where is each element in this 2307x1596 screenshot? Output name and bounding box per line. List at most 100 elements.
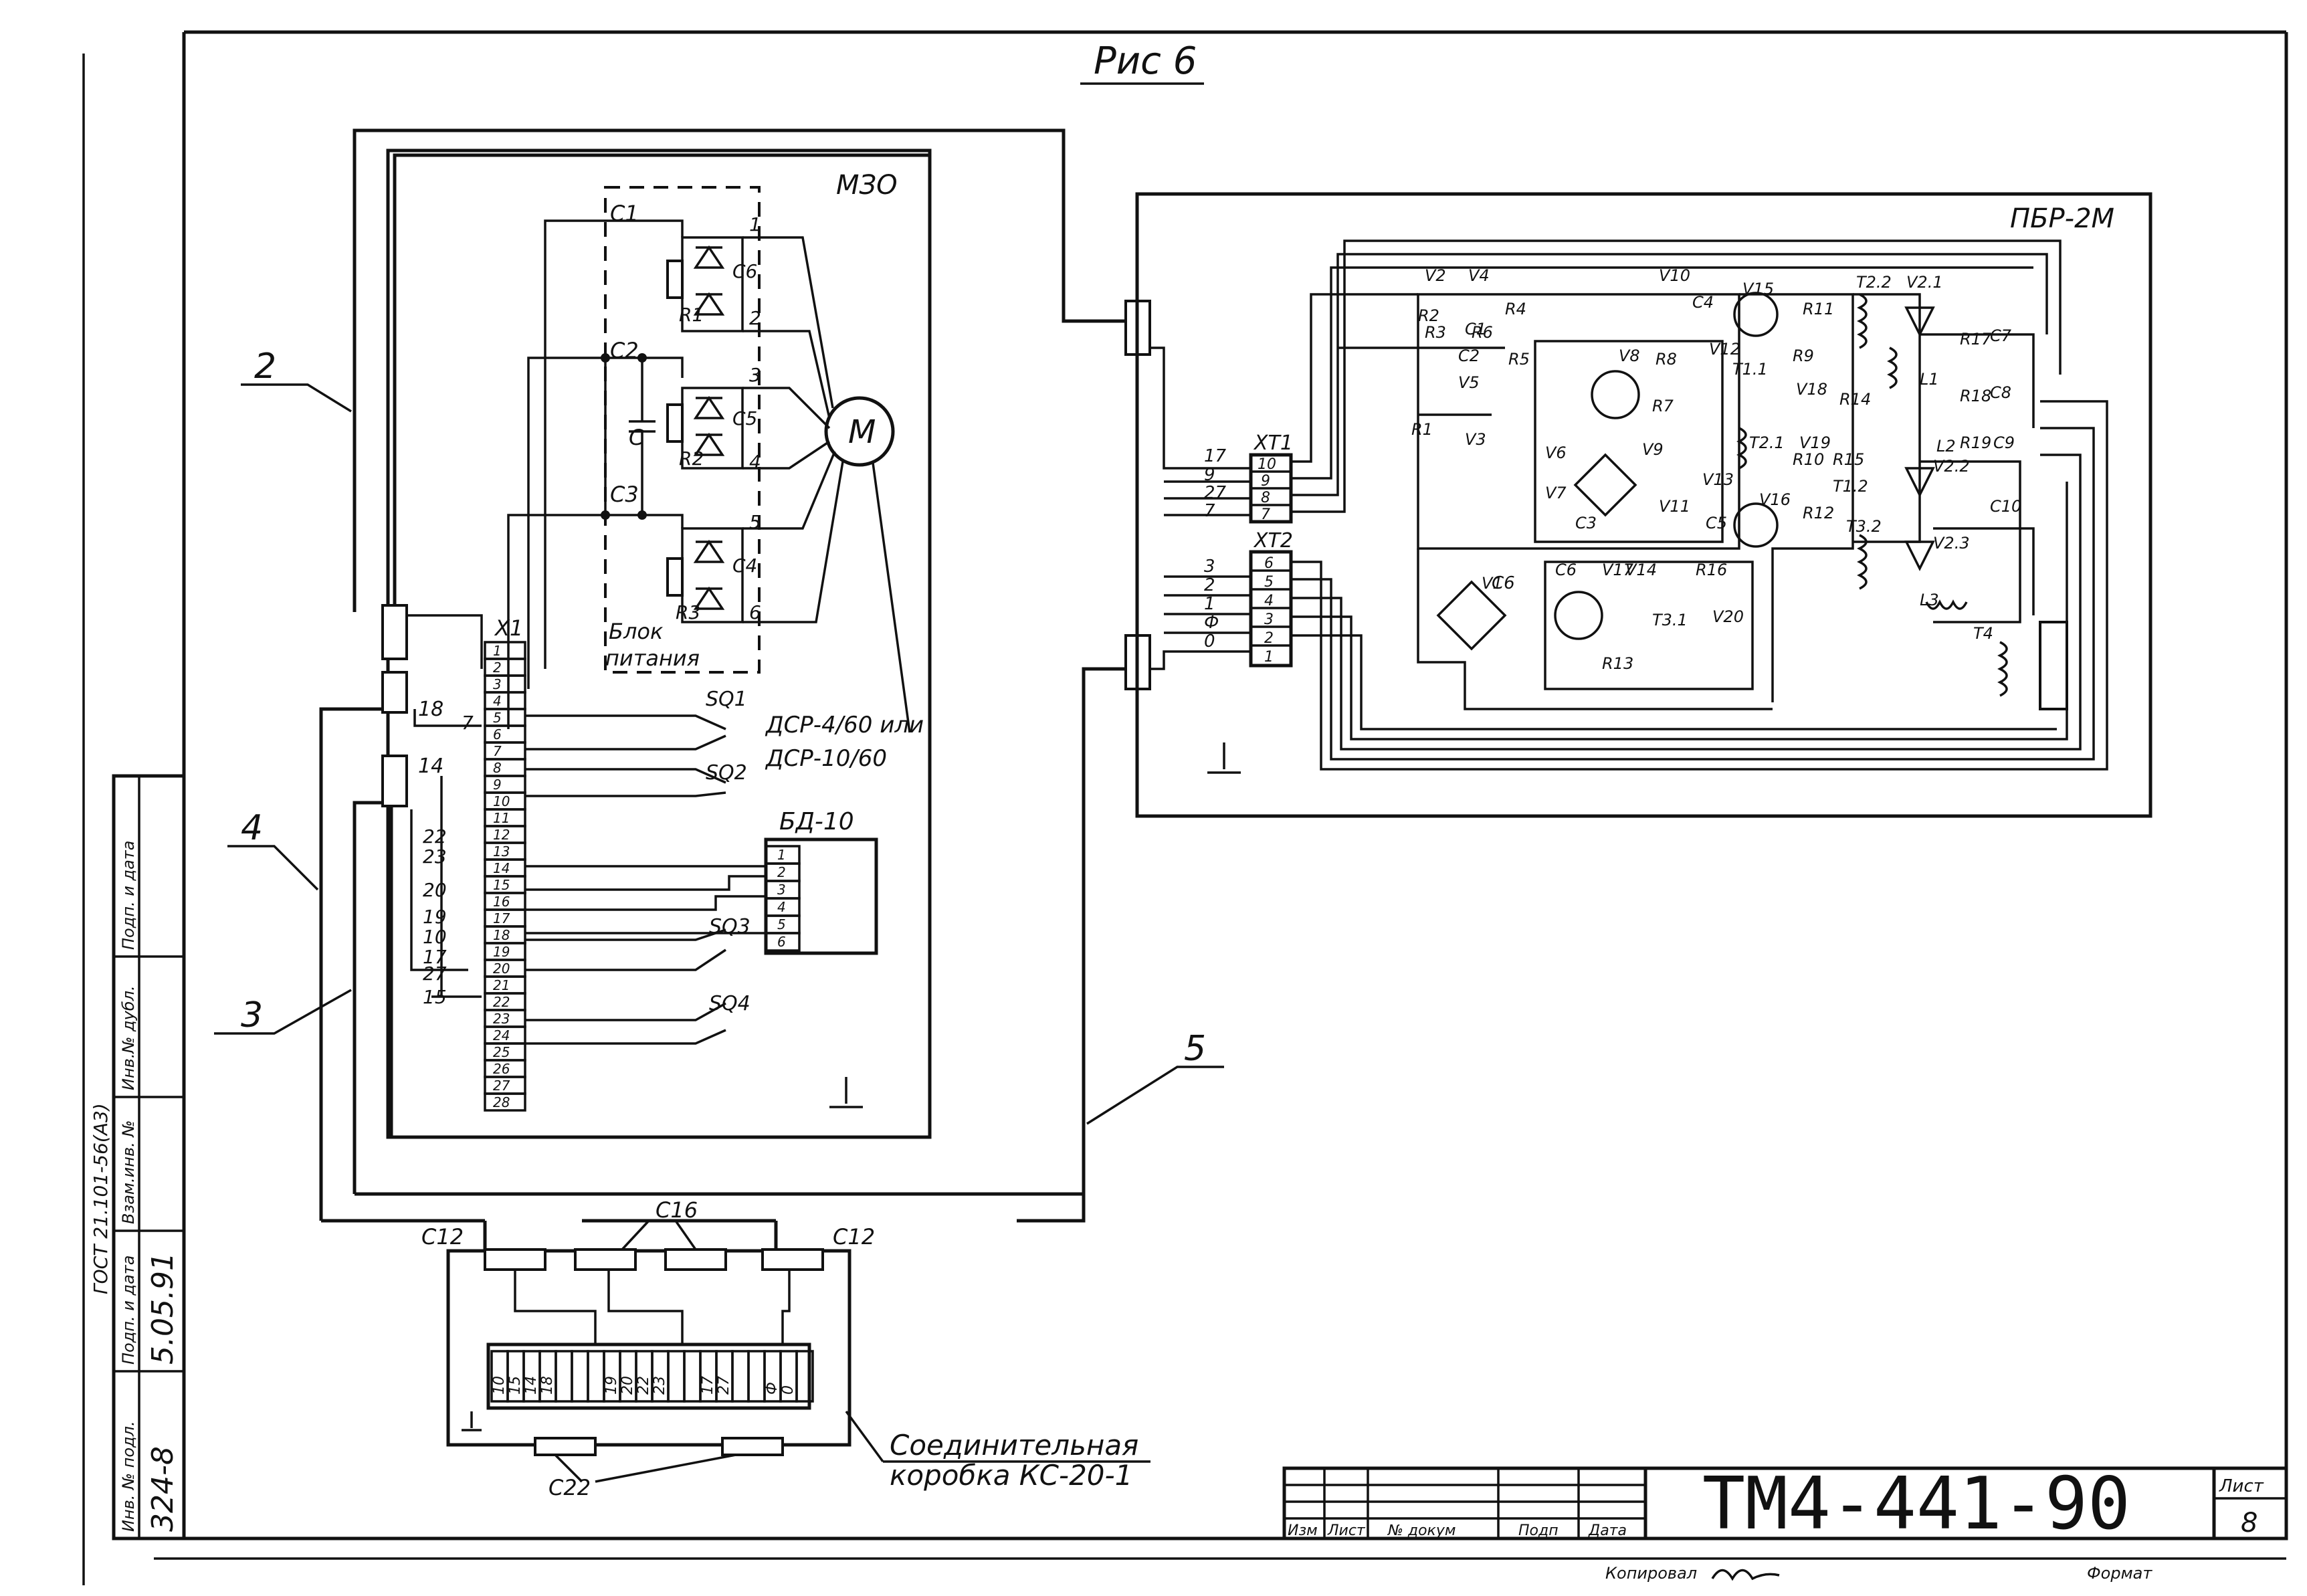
x1-terminal-label: 19 [493, 944, 510, 960]
tb-col-podp: Подп [1518, 1522, 1559, 1539]
stamp-field-inv-podl: Инв. № подл. [119, 1421, 138, 1532]
phase-c2-label: C2 [610, 338, 639, 363]
pin-5: 5 [749, 511, 761, 533]
callout-5: 5 [1184, 1029, 1206, 1069]
xt1-wire-7: 7 [1204, 501, 1215, 521]
transformer-t2-1 [1736, 427, 1747, 470]
transistor-v8 [1591, 370, 1640, 419]
power-unit-label-1: Блок [609, 619, 664, 644]
rectifier-unit-1: R1 C6 1 2 [666, 213, 761, 332]
component-label: C9 [1993, 433, 2015, 452]
x1-terminal-label: 24 [493, 1027, 510, 1043]
component-label: L2 [1936, 437, 1956, 456]
component-label: V8 [1619, 346, 1640, 365]
xt2-pin-4: 4 [1264, 593, 1274, 609]
x1-terminal [484, 641, 526, 660]
component-label: C2 [1458, 346, 1480, 365]
x1-terminal-label: 5 [493, 710, 502, 726]
x1-terminal-label: 9 [493, 777, 502, 793]
x1-terminal-label: 10 [493, 793, 510, 809]
resistor-r1: R1 [679, 304, 704, 326]
capacitor-c6: C6 [732, 260, 757, 282]
x1-terminal-label: 8 [493, 760, 502, 776]
wire-22: 22 [423, 825, 447, 847]
meo-title: МЗО [836, 170, 898, 201]
wire-18: 18 [418, 698, 443, 721]
xt2-label: XT2 [1253, 529, 1293, 553]
pin-3: 3 [749, 364, 761, 386]
x1-terminal [484, 775, 526, 794]
stamp-field-vzam: Взам.инв. № [119, 1120, 138, 1224]
wire-20: 20 [423, 879, 447, 901]
callouts: 2 4 3 5 [214, 346, 1224, 1125]
x1-terminal-label: 25 [493, 1044, 510, 1060]
component-label: R16 [1696, 561, 1727, 579]
component-label: V19 [1799, 433, 1831, 452]
component-label: R10 [1793, 450, 1824, 469]
transformer-t4 [1997, 641, 2008, 697]
stamp-field-inv-dubl: Инв.№ дубл. [119, 985, 138, 1090]
bd-terminal-label: 4 [777, 899, 786, 915]
switch-sq1: SQ1 [706, 688, 747, 711]
x1-terminal-label: 12 [493, 827, 510, 843]
x1-terminal-label: 3 [493, 676, 502, 692]
component-label: R6 [1472, 323, 1493, 342]
x1-terminal [484, 674, 526, 694]
component-label: R5 [1508, 350, 1530, 369]
connector-x1-label: X1 [494, 615, 523, 641]
component-label: C10 [1990, 497, 2021, 516]
component-label: V13 [1702, 470, 1734, 489]
component-label: V11 [1659, 497, 1690, 516]
power-unit-label-2: питания [605, 645, 700, 671]
x1-terminal-label: 22 [493, 994, 510, 1010]
component-label: C7 [1990, 326, 2012, 345]
document-designation: ТМ4-441-90 [1702, 1462, 2130, 1546]
component-label: C4 [1692, 293, 1714, 312]
xt1-pin-7: 7 [1261, 506, 1270, 523]
junction-terminal-label: 22 [635, 1376, 652, 1395]
stamp-field-podp-1: Подп. и дата [119, 841, 138, 951]
component-label: T1.2 [1833, 477, 1868, 496]
pbr-title: ПБР-2М [2010, 203, 2114, 234]
component-label: V20 [1712, 607, 1744, 626]
component-label: V12 [1709, 340, 1740, 359]
x1-terminal [484, 1092, 526, 1112]
x1-terminal-label: 21 [493, 977, 510, 993]
junction-terminal-label: 27 [716, 1376, 732, 1395]
x1-terminal-label: 11 [493, 810, 510, 826]
component-label: R7 [1652, 397, 1674, 415]
pin-2: 2 [749, 307, 761, 329]
bd-terminal-label: 6 [777, 934, 786, 950]
component-label: V7 [1545, 484, 1567, 502]
component-label: V3 [1465, 430, 1486, 449]
wire-14: 14 [418, 755, 443, 778]
component-label: V15 [1742, 280, 1774, 298]
x1-terminal [484, 758, 526, 777]
component-label: V2.3 [1933, 534, 1970, 553]
copier-signature [1711, 1569, 1780, 1581]
component-label: L1 [1920, 370, 1939, 389]
x1-terminal-strip: 1234567891011121314151617181920212223242… [484, 641, 526, 1112]
component-label: R3 [1425, 323, 1446, 342]
callout-2: 2 [254, 346, 276, 387]
pin-6: 6 [749, 601, 761, 623]
stamp-field-podp-2: Подп. и дата [119, 1256, 138, 1365]
phase-c3-label: C3 [610, 482, 639, 507]
stamp-inv-number: 324-8 [146, 1446, 180, 1532]
wire-number-labels: 18 14 7 22 23 20 19 10 17 27 15 [418, 698, 474, 1008]
xt2-wire-2: 2 [1204, 575, 1215, 595]
xt2-pin-3: 3 [1264, 611, 1274, 628]
diode-bridge-v9 [1573, 453, 1637, 517]
component-label: R9 [1793, 346, 1814, 365]
component-label: V2.1 [1906, 273, 1943, 292]
tb-col-doc: № докум [1387, 1522, 1456, 1539]
component-label: V4 [1468, 266, 1490, 285]
drawing-frame [82, 30, 2288, 1585]
pin-1: 1 [749, 213, 761, 235]
tb-col-izm: Изм [1288, 1522, 1318, 1539]
component-label: V17 [1602, 561, 1634, 579]
component-label: V5 [1458, 373, 1480, 392]
x1-terminal-label: 20 [493, 961, 510, 977]
